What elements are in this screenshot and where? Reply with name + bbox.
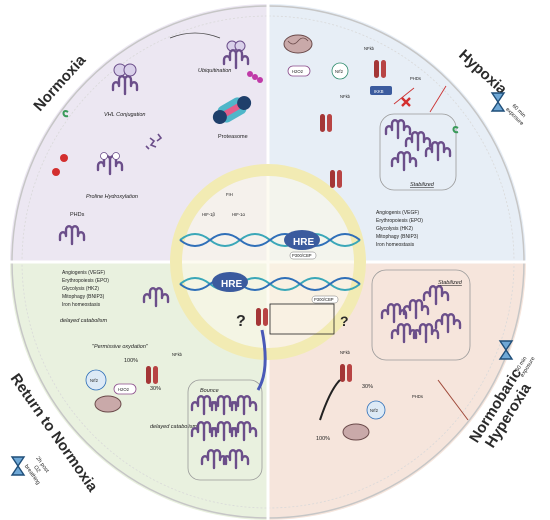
hyperoxia-phds-label: PHDs xyxy=(412,394,423,399)
return-delayed-catabolism-label: delayed catabolism xyxy=(60,318,108,324)
return-h2o2-pill xyxy=(113,383,137,395)
hypoxia-hre-blob xyxy=(284,230,320,250)
hypoxia-gene-1: Erythropoiesis (EPO) xyxy=(376,218,423,224)
return-nrf2-node xyxy=(85,369,107,391)
vhl-complex-icon xyxy=(111,63,139,96)
hyperoxia-nfkb-label: NFkb xyxy=(340,350,351,355)
vhl-protein-icon xyxy=(62,110,69,118)
hypoxia-inhibition-lines xyxy=(393,85,447,113)
mitochondria-icon xyxy=(283,34,313,54)
hyperoxia-content: Stabilized PHDs NFkb 30% 100% Nrf2 xyxy=(316,269,471,442)
nucleus-area xyxy=(182,176,354,348)
hyperoxia-stabilized-label: Stabilized xyxy=(438,280,463,286)
hypoxia-p300-label: P300/CBP xyxy=(292,253,312,258)
hyperoxia-nrf2-node xyxy=(366,400,386,420)
return-normoxia-content: Angiogenis (VEGF) Erythropoiesis (EPO) G… xyxy=(60,270,267,481)
hypoxia-gene-0: Angiogenis (VEGF) xyxy=(376,210,419,216)
return-gene-0: Angiogenis (VEGF) xyxy=(62,270,105,276)
return-pct-30: 30% xyxy=(150,386,161,392)
permissive-oxydation-label: "Permissive oxydation" xyxy=(92,344,149,350)
hyperoxia-activation-arrow xyxy=(319,379,341,421)
ubiquitination-label: Ubiquitination xyxy=(198,68,231,74)
nucleus-ring xyxy=(170,164,366,360)
hyperoxia-question-mark: ? xyxy=(340,313,349,329)
bounce-box xyxy=(187,379,263,481)
return-delayed-catabolism-2-label: delayed catabolism xyxy=(150,424,198,430)
return-gene-4: Iron homeostasis xyxy=(62,302,101,308)
hydroxylated-hif-icon xyxy=(96,152,124,176)
return-p300-label: P300/CBP xyxy=(314,297,334,302)
hypoxia-nrf2-label: Nrf2 xyxy=(335,69,344,74)
ikkb-label: IKKB xyxy=(374,89,384,94)
hyperoxia-pct-30: 30% xyxy=(362,384,373,390)
hypoxia-h2o2-pill xyxy=(287,65,311,77)
hyperoxia-mitochondria-icon xyxy=(342,423,370,441)
oxygen-molecules-icon xyxy=(52,154,68,176)
vhl-conjugation-label: VHL Conjugation xyxy=(104,112,145,118)
hypoxia-nfkb-free-label: NFkb xyxy=(340,94,351,99)
center-content: HRE P300/CBP HRE P300/CBP ? ? HIF-1β HIF… xyxy=(179,192,361,335)
center-hif1a-label: HIF-1α xyxy=(232,212,245,217)
return-gene-3: Mitophagy (BNIP3) xyxy=(62,294,105,300)
return-h2o2-label: H2O2 xyxy=(118,387,130,392)
dna-strand-bottom-2 xyxy=(179,277,361,291)
return-p300-box xyxy=(311,295,339,304)
center-hif1b-label: HIF-1β xyxy=(202,212,215,217)
ikkb-box xyxy=(370,86,392,95)
hyperoxia-stabilized-box xyxy=(371,269,471,361)
fih-blocked-icon xyxy=(452,126,459,134)
hypoxia-nfkb-label: NFkb xyxy=(364,46,375,51)
hypoxia-gene-2: Glycolysis (HK2) xyxy=(376,226,413,232)
hypoxia-hourglass-icon xyxy=(490,92,506,112)
hypoxia-stabilized-label: Stabilized xyxy=(410,182,435,188)
return-gene-1: Erythropoiesis (EPO) xyxy=(62,278,109,284)
hyperoxia-inhibition-line xyxy=(437,379,469,421)
hypoxia-h2o2-label: H2O2 xyxy=(292,69,304,74)
degraded-fragments-icon xyxy=(145,133,163,150)
hyperoxia-nrf2-label: Nrf2 xyxy=(370,408,379,413)
return-hre-label: HRE xyxy=(221,279,242,290)
return-hre-blob xyxy=(212,272,248,292)
inhibition-cross-icon xyxy=(401,97,411,107)
ubiquitinated-hif-icon xyxy=(222,40,250,70)
hypoxia-gene-list: Angiogenis (VEGF) Erythropoiesis (EPO) G… xyxy=(376,210,423,248)
return-nrf2-label: Nrf2 xyxy=(90,378,99,383)
return-pct-100: 100% xyxy=(124,358,138,364)
hypoxia-phds-label: PHDs xyxy=(410,76,421,81)
return-nfkb-label: NFkb xyxy=(172,352,183,357)
ubiquitin-chain-icon xyxy=(247,71,263,83)
proteasome-icon xyxy=(212,96,252,124)
return-gene-list: Angiogenis (VEGF) Erythropoiesis (EPO) G… xyxy=(62,270,109,308)
hyperoxia-inset-box xyxy=(269,303,335,335)
hypoxia-title: Hypoxia xyxy=(455,46,510,98)
hyperoxia-hourglass-icon xyxy=(498,340,514,360)
hypoxia-hre-label: HRE xyxy=(293,237,314,248)
return-duration-line2: O2 xyxy=(32,465,41,474)
hyperoxia-pct-100: 100% xyxy=(316,436,330,442)
return-duration: 2h post O2 breathing xyxy=(23,456,50,486)
hypoxia-gene-4: Iron homeostasis xyxy=(376,242,415,248)
normoxia-phds-label: PHDs xyxy=(70,212,85,218)
ubiquitination-arrow xyxy=(169,32,221,39)
normoxia-content: Ubiquitination Proteasome VHL Conjugatio… xyxy=(52,32,263,246)
stabilized-box xyxy=(379,113,457,191)
hypoxia-nrf2-node xyxy=(331,62,349,80)
proline-hydroxylation-label: Proline Hydroxylation xyxy=(86,194,138,200)
dna-strand-top-2 xyxy=(179,233,361,247)
hypoxia-content: H2O2 Nrf2 NFkb IKKB PHDs NFkb Stabilized… xyxy=(283,34,459,248)
hypoxia-exposure: 60 min exposure xyxy=(504,103,526,127)
center-fih-label: FIH xyxy=(226,192,233,197)
return-gene-2: Glycolysis (HK2) xyxy=(62,286,99,292)
hypoxia-p300-box xyxy=(289,251,317,260)
return-mitochondria-icon xyxy=(94,395,122,413)
hypoxia-gene-3: Mitophagy (BNIP3) xyxy=(376,234,419,240)
center-question-mark: ? xyxy=(236,313,246,330)
proteasome-label: Proteasome xyxy=(218,134,248,140)
return-hourglass-icon xyxy=(10,456,26,476)
bounce-arrow xyxy=(256,329,267,391)
bounce-label: Bounce xyxy=(200,388,219,394)
